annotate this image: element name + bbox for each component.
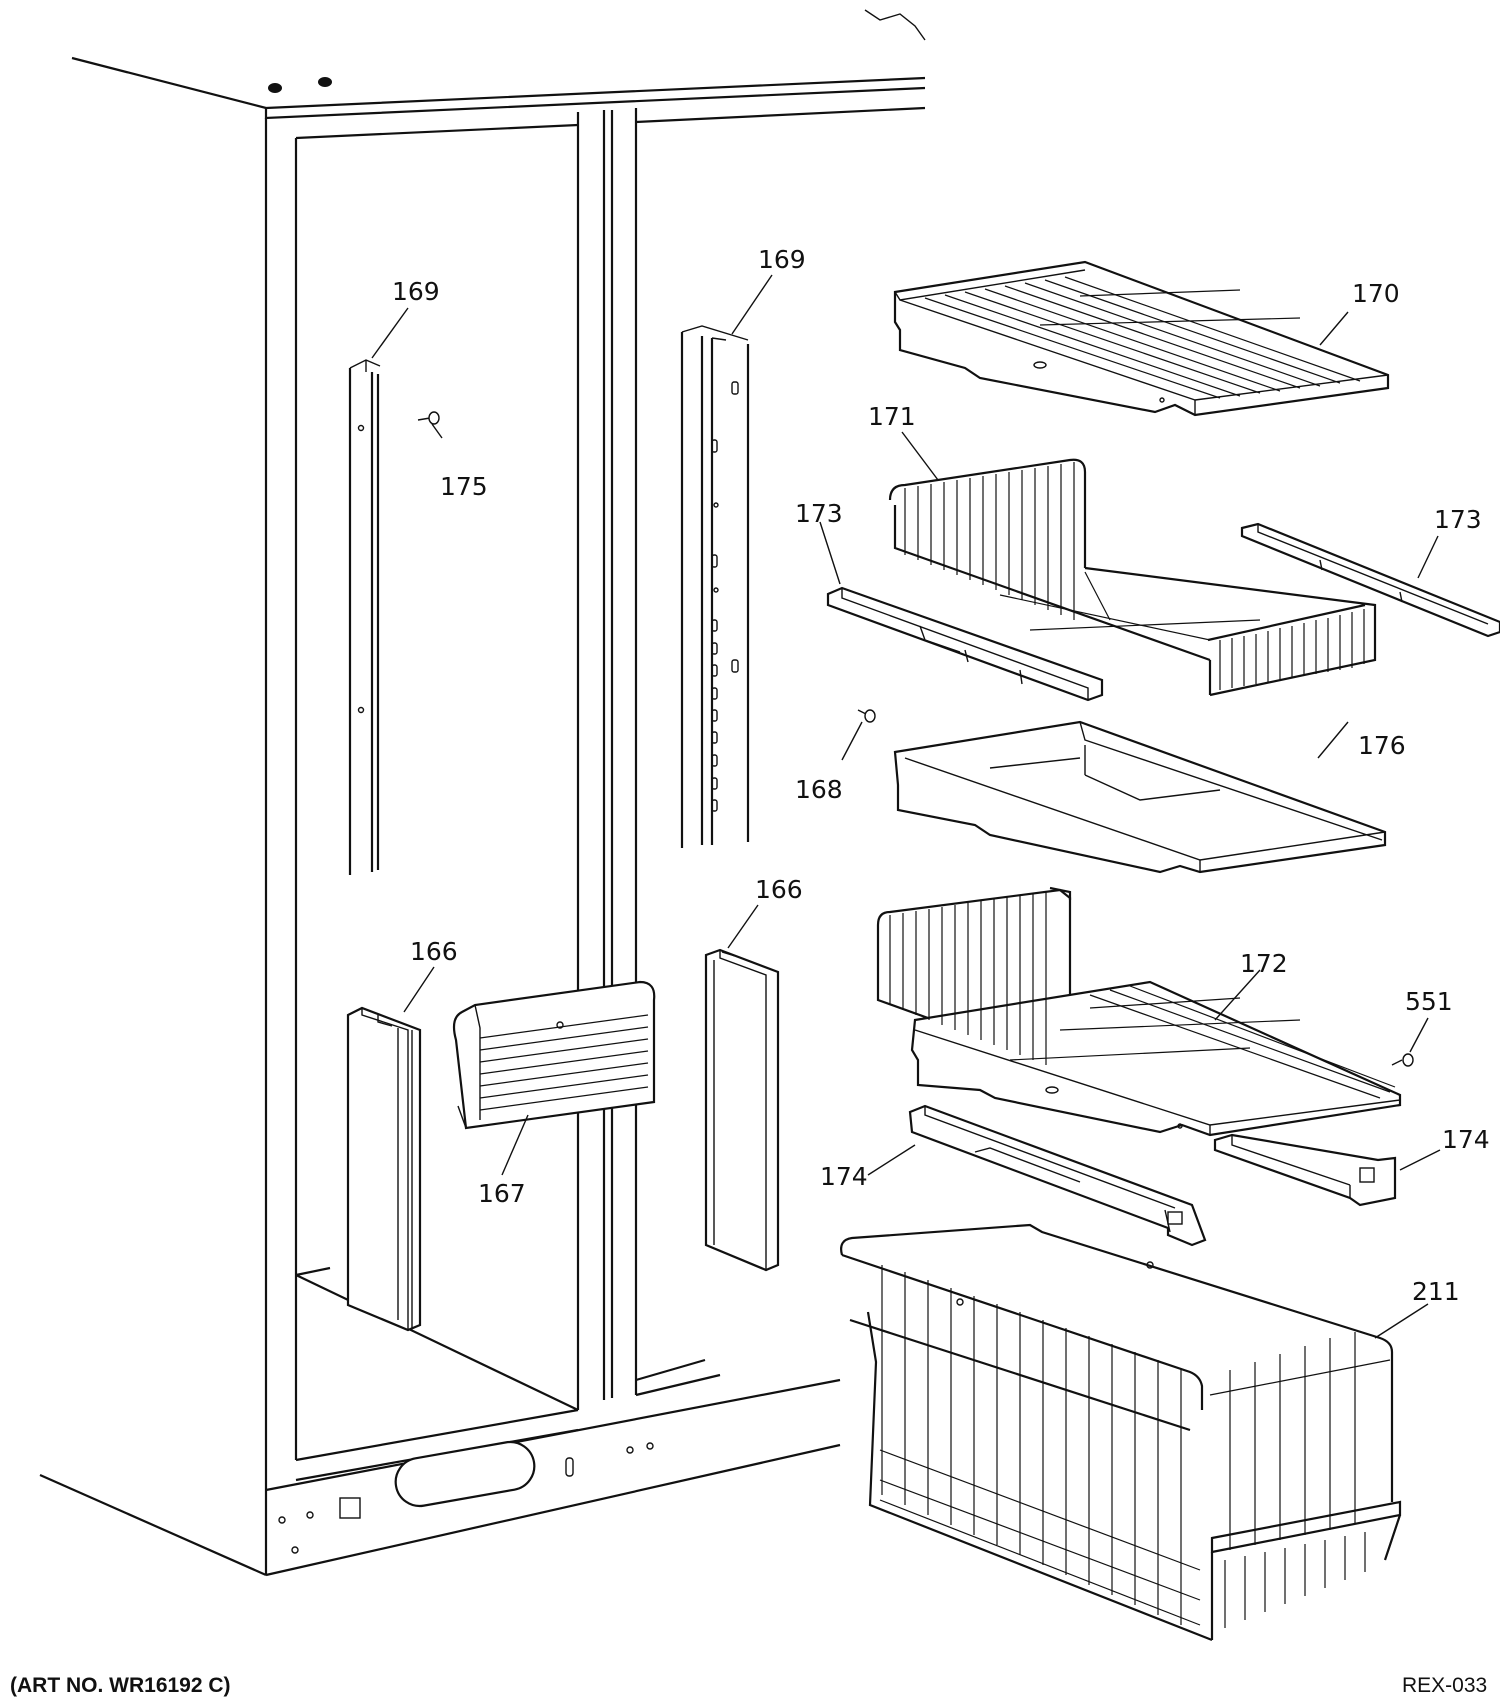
art-number: (ART NO. WR16192 C) <box>10 1674 231 1697</box>
label-174-right: 174 <box>1442 1125 1490 1154</box>
label-172: 172 <box>1240 949 1288 978</box>
part-167-vent-grille <box>452 980 656 1130</box>
part-173-left-slide-rail <box>826 586 1104 702</box>
part-169-left-shelf-rail <box>348 359 381 875</box>
part-176-shelf-frame <box>893 720 1387 874</box>
part-175-screw <box>417 411 440 425</box>
label-551: 551 <box>1405 987 1453 1016</box>
part-168-screw <box>857 709 876 723</box>
label-167: 167 <box>478 1179 526 1208</box>
label-175: 175 <box>440 472 488 501</box>
refrigerator-cabinet <box>39 9 926 1577</box>
part-166-left-cover <box>346 1006 422 1332</box>
part-166-right-cover <box>704 948 780 1272</box>
label-173-left: 173 <box>795 499 843 528</box>
label-166-right: 166 <box>755 875 803 904</box>
label-170: 170 <box>1352 279 1400 308</box>
label-176: 176 <box>1358 731 1406 760</box>
part-211-freezer-basket <box>840 1223 1402 1642</box>
part-170-wire-shelf <box>893 260 1390 417</box>
part-174-right-slide <box>1213 1133 1397 1207</box>
leader-lines <box>371 274 1441 1339</box>
label-171: 171 <box>868 402 916 431</box>
label-211: 211 <box>1412 1277 1460 1306</box>
part-171-wire-basket <box>888 458 1377 697</box>
drawing-code: REX-033 <box>1402 1674 1487 1697</box>
part-labels: 169 175 169 170 171 173 173 168 176 166 … <box>392 245 1490 1306</box>
label-168: 168 <box>795 775 843 804</box>
part-551-screw <box>1391 1053 1414 1067</box>
part-174-left-slide <box>908 1104 1207 1247</box>
part-172-shelf-with-basket <box>876 886 1402 1137</box>
part-173-right-slide-rail <box>1240 522 1500 638</box>
label-169-right: 169 <box>758 245 806 274</box>
label-166-left: 166 <box>410 937 458 966</box>
label-169-left: 169 <box>392 277 440 306</box>
part-169-right-shelf-rail <box>680 325 750 848</box>
label-174-left: 174 <box>820 1162 868 1191</box>
label-173-right: 173 <box>1434 505 1482 534</box>
